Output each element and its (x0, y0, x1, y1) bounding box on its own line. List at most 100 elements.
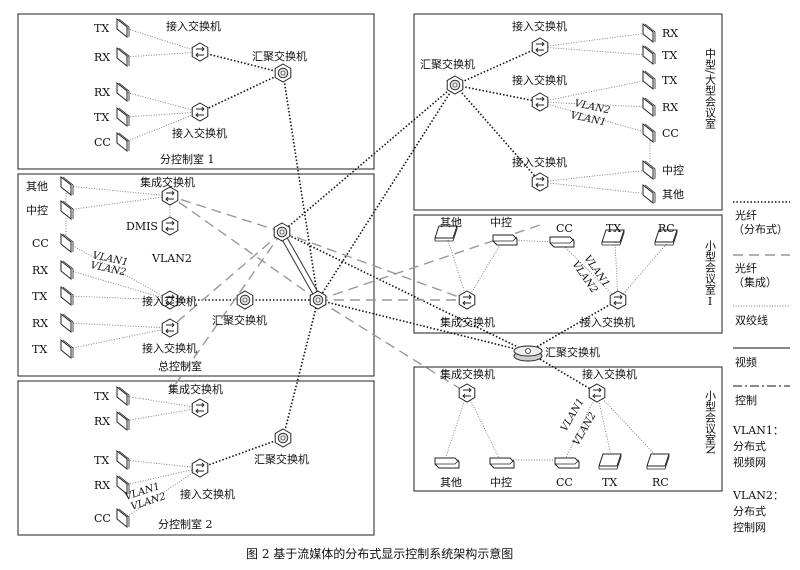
room-title-sub1: 分控制室 1 (160, 152, 215, 166)
label-other: 其他 (26, 180, 48, 193)
label-tx: TX (94, 454, 109, 467)
label-tx: TX (662, 74, 677, 87)
label-agg-switch: 汇聚交换机 (254, 452, 309, 466)
label-tx: TX (32, 290, 47, 303)
label-rc: RC (658, 222, 675, 235)
cc-box-icon (549, 236, 575, 248)
rx-terminal-icon (60, 313, 74, 333)
label-other: 其他 (662, 188, 684, 201)
label-rx: RX (94, 479, 110, 492)
ctrl-terminal-icon (60, 200, 74, 220)
label-int-switch: 集成交换机 (440, 367, 495, 381)
label-access-switch: 接入交换机 (512, 73, 567, 87)
label-tx: TX (32, 343, 47, 356)
room-small-meeting-n (413, 366, 723, 492)
tx-terminal-icon (116, 450, 130, 470)
label-tx: TX (662, 49, 677, 62)
label-int-switch: 集成交换机 (140, 175, 195, 189)
vlan1-note: 分布式 (733, 440, 766, 453)
vlan2-note: 分布式 (733, 505, 766, 518)
label-ctrl: 中控 (26, 203, 48, 217)
aggregation-switch-icon (274, 428, 292, 448)
room-title-main: 总控制室 (158, 359, 202, 373)
tx-terminal-icon (642, 45, 656, 65)
access-switch-icon (531, 92, 549, 112)
access-switch-icon (161, 318, 179, 338)
tx-terminal-icon (598, 453, 622, 470)
legend: 光纤 （分布式） 光纤 （集成） 双绞线 视频 控制 VLAN1： 分布式 视频… (732, 201, 790, 534)
rx-terminal-icon (116, 47, 130, 67)
legend-sublabel: （集成） (733, 275, 777, 289)
label-ctrl: 中控 (490, 215, 512, 229)
label-access-switch: 接入交换机 (512, 155, 567, 169)
legend-label: 双绞线 (735, 313, 768, 327)
room-title-smallN: 小型会议室N (704, 390, 717, 455)
label-rx: RX (94, 86, 110, 99)
label-agg-switch: 汇聚交换机 (545, 345, 600, 359)
rx-terminal-icon (642, 23, 656, 43)
access-switch-icon (531, 172, 549, 192)
aggregation-switch-icon (274, 63, 292, 83)
access-switch-icon (609, 290, 627, 310)
label-dmis: DMIS (126, 220, 158, 233)
tx-terminal-icon (642, 70, 656, 90)
aggregation-switch-icon (513, 345, 543, 362)
label-other: 其他 (440, 216, 462, 229)
integrated-switch-icon (458, 383, 476, 403)
tx-terminal-icon (60, 286, 74, 306)
tx-terminal-icon (116, 18, 130, 38)
label-cc: CC (32, 237, 49, 250)
label-access-switch: 接入交换机 (582, 367, 637, 381)
label-agg-switch: 汇聚交换机 (420, 57, 475, 71)
vlan2-note: VLAN2： (732, 489, 784, 502)
label-tx: TX (94, 111, 109, 124)
cc-terminal-icon (116, 508, 130, 528)
aggregation-switch-icon (446, 75, 464, 95)
tx-terminal-icon (116, 107, 130, 127)
dmis-device-icon (161, 216, 179, 236)
legend-label: 控制 (735, 393, 757, 407)
integrated-switch-icon (191, 398, 209, 418)
legend-label: 光纤 (735, 208, 757, 222)
fiber-distributed-links (170, 46, 619, 469)
access-switch-icon (191, 102, 209, 122)
label-rx: RX (662, 27, 678, 40)
access-switch-icon (531, 37, 549, 57)
figure-caption: 图 2 基于流媒体的分布式显示控制系统架构示意图 (246, 546, 513, 561)
room-title-mid-large: 中型/大型会议室 (704, 48, 717, 129)
label-tx: TX (94, 390, 109, 403)
label-rx: RX (662, 101, 678, 114)
rx-terminal-icon (116, 411, 130, 431)
label-cc: CC (556, 476, 573, 489)
label-int-switch: 集成交换机 (440, 315, 495, 329)
other-terminal-icon (642, 184, 656, 204)
cc-terminal-icon (116, 132, 130, 152)
room-sub-control-1 (17, 13, 375, 170)
room-title-sub2: 分控制室 2 (158, 517, 213, 531)
fiber-integrated-links (169, 195, 541, 394)
rx-terminal-icon (60, 260, 74, 280)
tx-terminal-icon (60, 339, 74, 359)
label-access-switch: 接入交换机 (166, 19, 221, 33)
other-terminal-icon (60, 176, 74, 196)
cc-terminal-icon (60, 233, 74, 253)
other-box-icon (434, 457, 460, 469)
label-access-switch: 接入交换机 (580, 315, 635, 329)
label-cc: CC (662, 127, 679, 140)
label-ctrl: 中控 (490, 475, 512, 489)
access-switch-icon (191, 458, 209, 478)
room-title-small1: 小型会议室Ⅰ (704, 240, 717, 308)
integrated-switch-icon (458, 290, 476, 310)
ctrl-terminal-icon (642, 160, 656, 180)
label-rx: RX (32, 317, 48, 330)
twisted-pair-links (65, 27, 669, 519)
rx-terminal-icon (642, 97, 656, 117)
legend-label: 视频 (735, 355, 757, 369)
ctrl-box-icon (492, 234, 518, 246)
label-access-switch: 接入交换机 (180, 487, 235, 501)
integrated-switch-icon (161, 186, 179, 206)
label-rx: RX (94, 51, 110, 64)
label-other: 其他 (440, 476, 462, 489)
room-main-control (17, 173, 375, 377)
